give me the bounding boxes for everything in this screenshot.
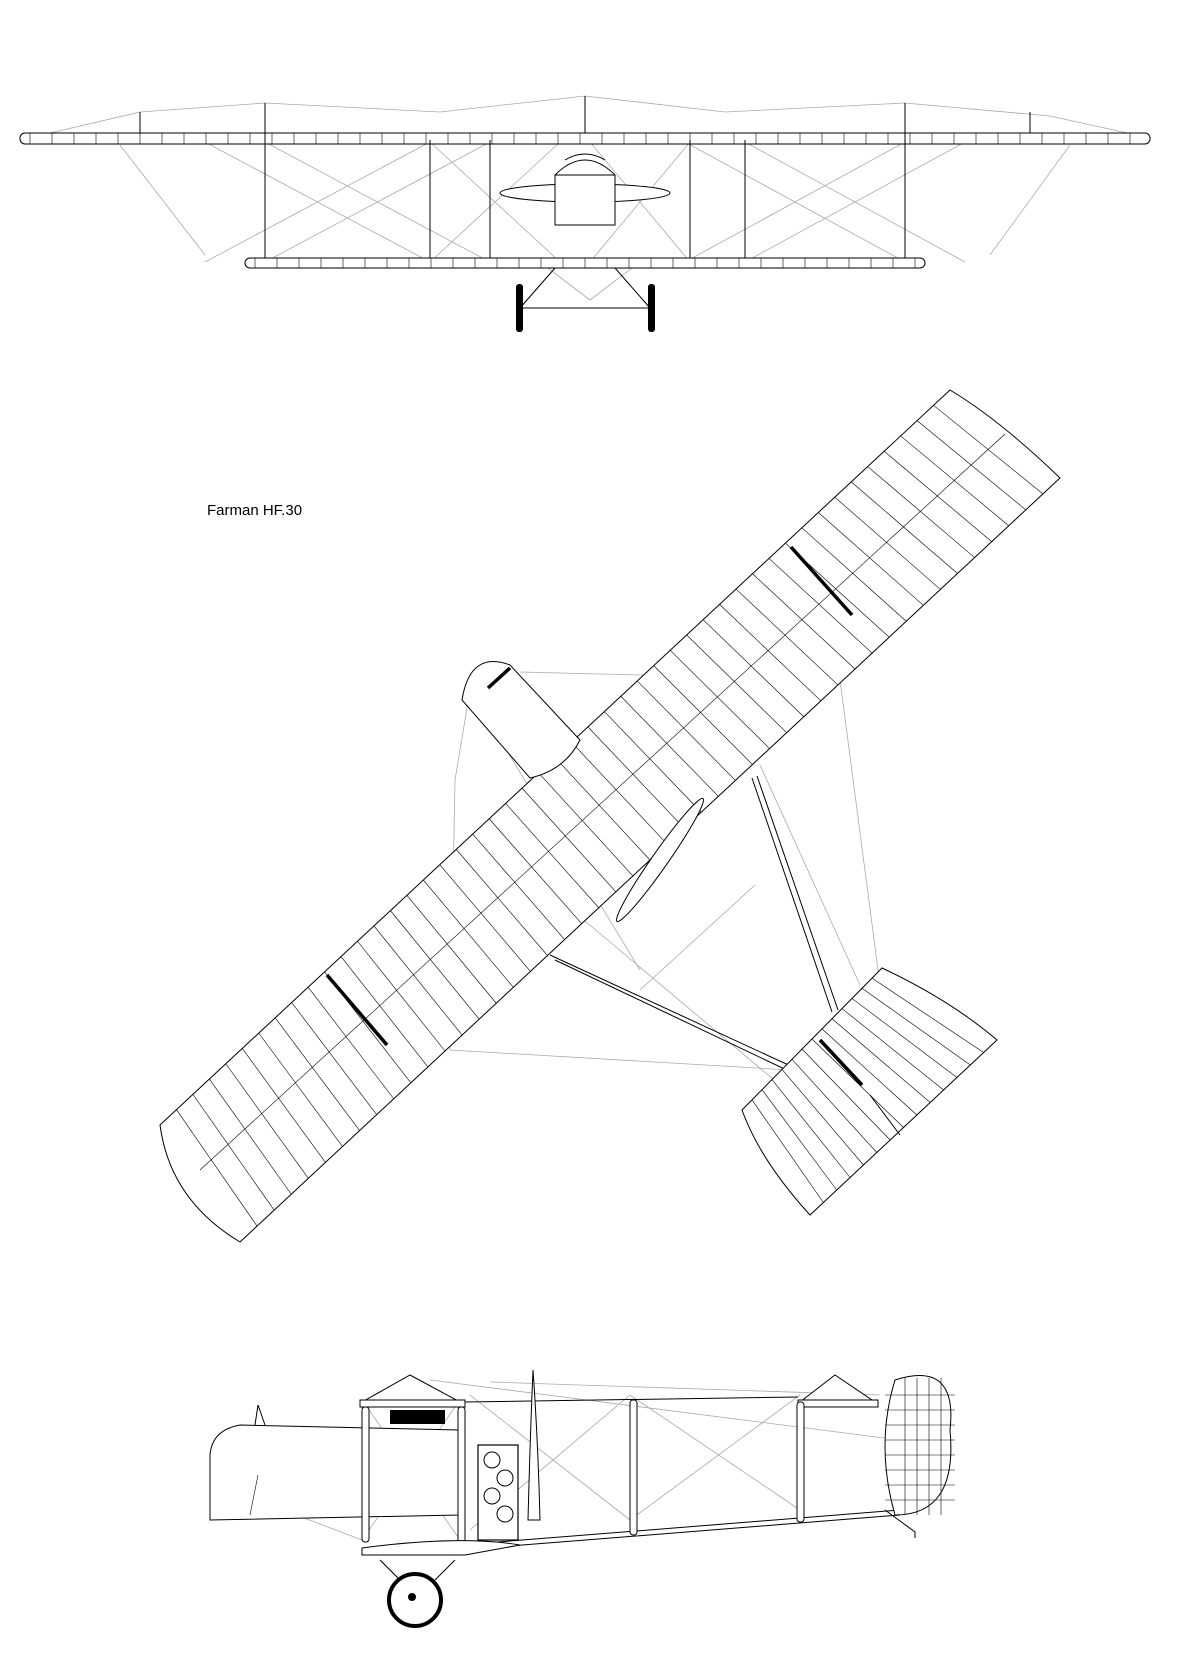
front-view (19, 95, 1151, 332)
side-view (209, 1369, 955, 1628)
drawing-title: Farman HF.30 (207, 502, 303, 519)
top-view (159, 389, 1061, 1243)
